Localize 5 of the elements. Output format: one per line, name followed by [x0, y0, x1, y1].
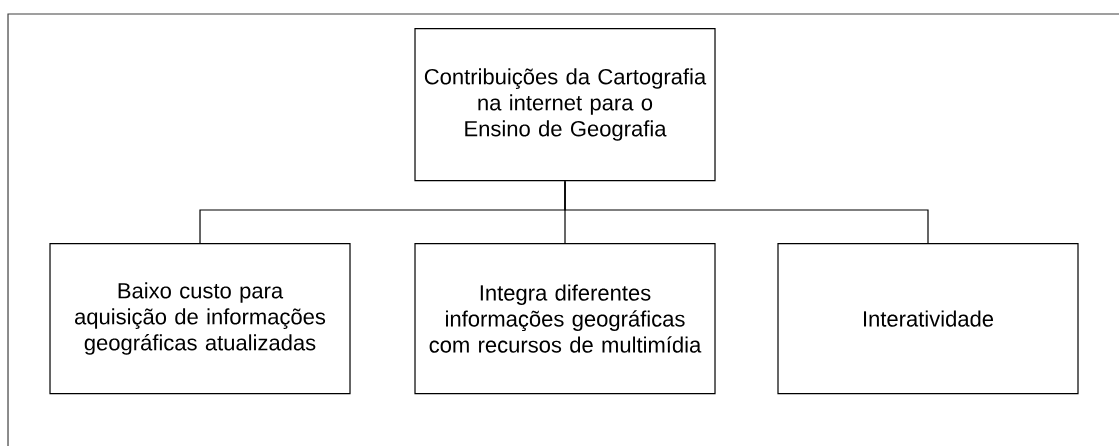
connector-line — [564, 180, 929, 244]
text-box: Baixo custo para aquisição de informações geográficas atualizadas — [49, 243, 351, 395]
text-box: Integra diferentes informações geográficas com recursos de multimídia — [414, 243, 716, 395]
text-box: Contribuições da Cartografia na internet para o Ensino de Geografia — [414, 28, 716, 182]
text-box: Interatividade — [777, 243, 1079, 395]
